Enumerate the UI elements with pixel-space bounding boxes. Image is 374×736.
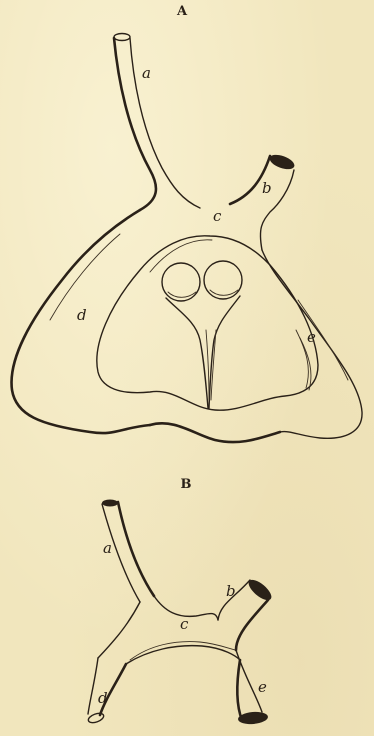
figure-b-label-e: e [258, 678, 267, 696]
figure-a-label-d: d [77, 306, 87, 324]
figure-a-label-a: a [142, 64, 151, 82]
figure-a-vessel-b [230, 152, 296, 250]
figure-b-vessel-d [87, 602, 140, 724]
figure-a-label-c: c [213, 207, 222, 225]
figure-a-vessel-a [114, 34, 200, 211]
figure-b-label-a: a [103, 539, 112, 557]
figure-b-label-c: c [180, 615, 189, 633]
figure-a-title: A [176, 4, 188, 19]
figure-b: B [87, 477, 274, 725]
figure-a-label-b: b [262, 179, 272, 197]
figure-a-label-e: e [307, 328, 316, 346]
figure-a-inner-cavity [97, 236, 318, 410]
figure-b-label-b: b [226, 582, 236, 600]
figure-b-label-d: d [98, 689, 108, 707]
figure-a-stalk [166, 296, 240, 408]
figure-b-title: B [181, 477, 192, 492]
figure-a: A [12, 4, 363, 442]
figure-a-paired-bodies [162, 261, 242, 301]
